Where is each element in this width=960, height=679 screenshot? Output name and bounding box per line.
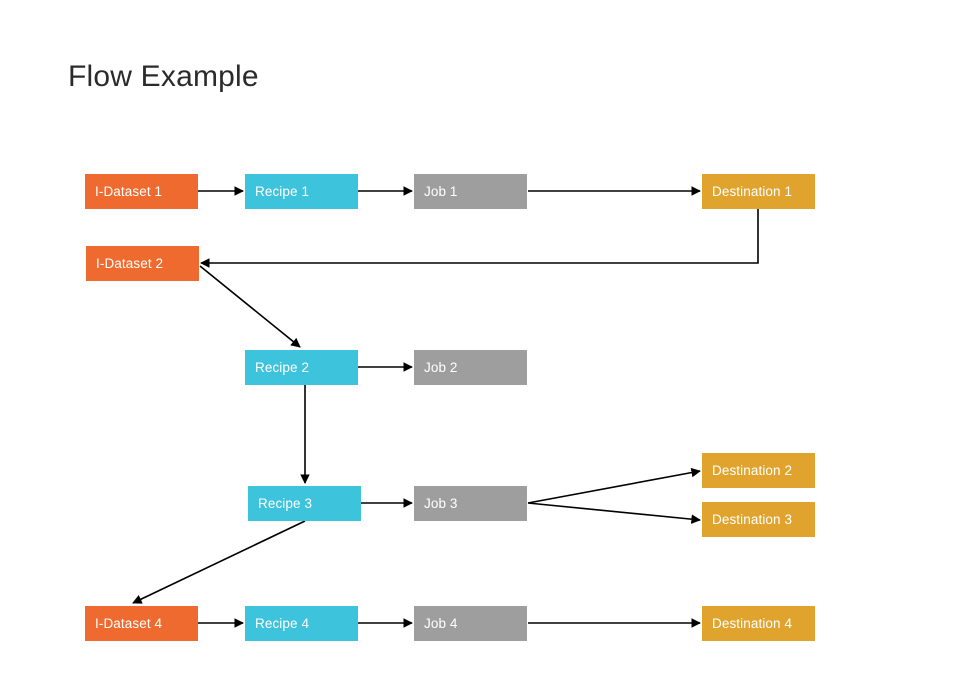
node-dataset-1[interactable]: I-Dataset 1 xyxy=(85,174,198,209)
node-job-2[interactable]: Job 2 xyxy=(414,350,527,385)
node-label: Job 1 xyxy=(424,184,458,199)
node-label: I-Dataset 4 xyxy=(95,616,163,631)
node-job-4[interactable]: Job 4 xyxy=(414,606,527,641)
node-label: I-Dataset 2 xyxy=(96,256,164,271)
node-label: Job 2 xyxy=(424,360,458,375)
node-label: Recipe 4 xyxy=(255,616,310,631)
node-dataset-4[interactable]: I-Dataset 4 xyxy=(85,606,198,641)
node-label: Recipe 1 xyxy=(255,184,310,199)
node-job-3[interactable]: Job 3 xyxy=(414,486,527,521)
node-label: Destination 2 xyxy=(712,463,793,478)
node-destination-1[interactable]: Destination 1 xyxy=(702,174,815,209)
node-label: Recipe 3 xyxy=(258,496,313,511)
node-label: Destination 3 xyxy=(712,512,793,527)
node-recipe-3[interactable]: Recipe 3 xyxy=(248,486,361,521)
node-job-1[interactable]: Job 1 xyxy=(414,174,527,209)
node-dataset-2[interactable]: I-Dataset 2 xyxy=(86,246,199,281)
edge-dataset2-recipe2 xyxy=(199,265,301,348)
node-destination-2[interactable]: Destination 2 xyxy=(702,453,815,488)
edge-job3-dest2 xyxy=(527,467,701,504)
node-label: Job 3 xyxy=(424,496,458,511)
node-recipe-1[interactable]: Recipe 1 xyxy=(245,174,358,209)
node-recipe-2[interactable]: Recipe 2 xyxy=(245,350,358,385)
node-label: Destination 1 xyxy=(712,184,793,199)
edge-dest1-dataset2 xyxy=(200,209,759,268)
node-recipe-4[interactable]: Recipe 4 xyxy=(245,606,358,641)
node-label: I-Dataset 1 xyxy=(95,184,163,199)
page-title: Flow Example xyxy=(68,60,259,93)
node-destination-3[interactable]: Destination 3 xyxy=(702,502,815,537)
edge-recipe3-dataset4 xyxy=(132,520,306,604)
node-destination-4[interactable]: Destination 4 xyxy=(702,606,815,641)
node-label: Recipe 2 xyxy=(255,360,310,375)
edge-job3-dest3 xyxy=(527,502,701,524)
node-label: Job 4 xyxy=(424,616,458,631)
node-label: Destination 4 xyxy=(712,616,793,631)
